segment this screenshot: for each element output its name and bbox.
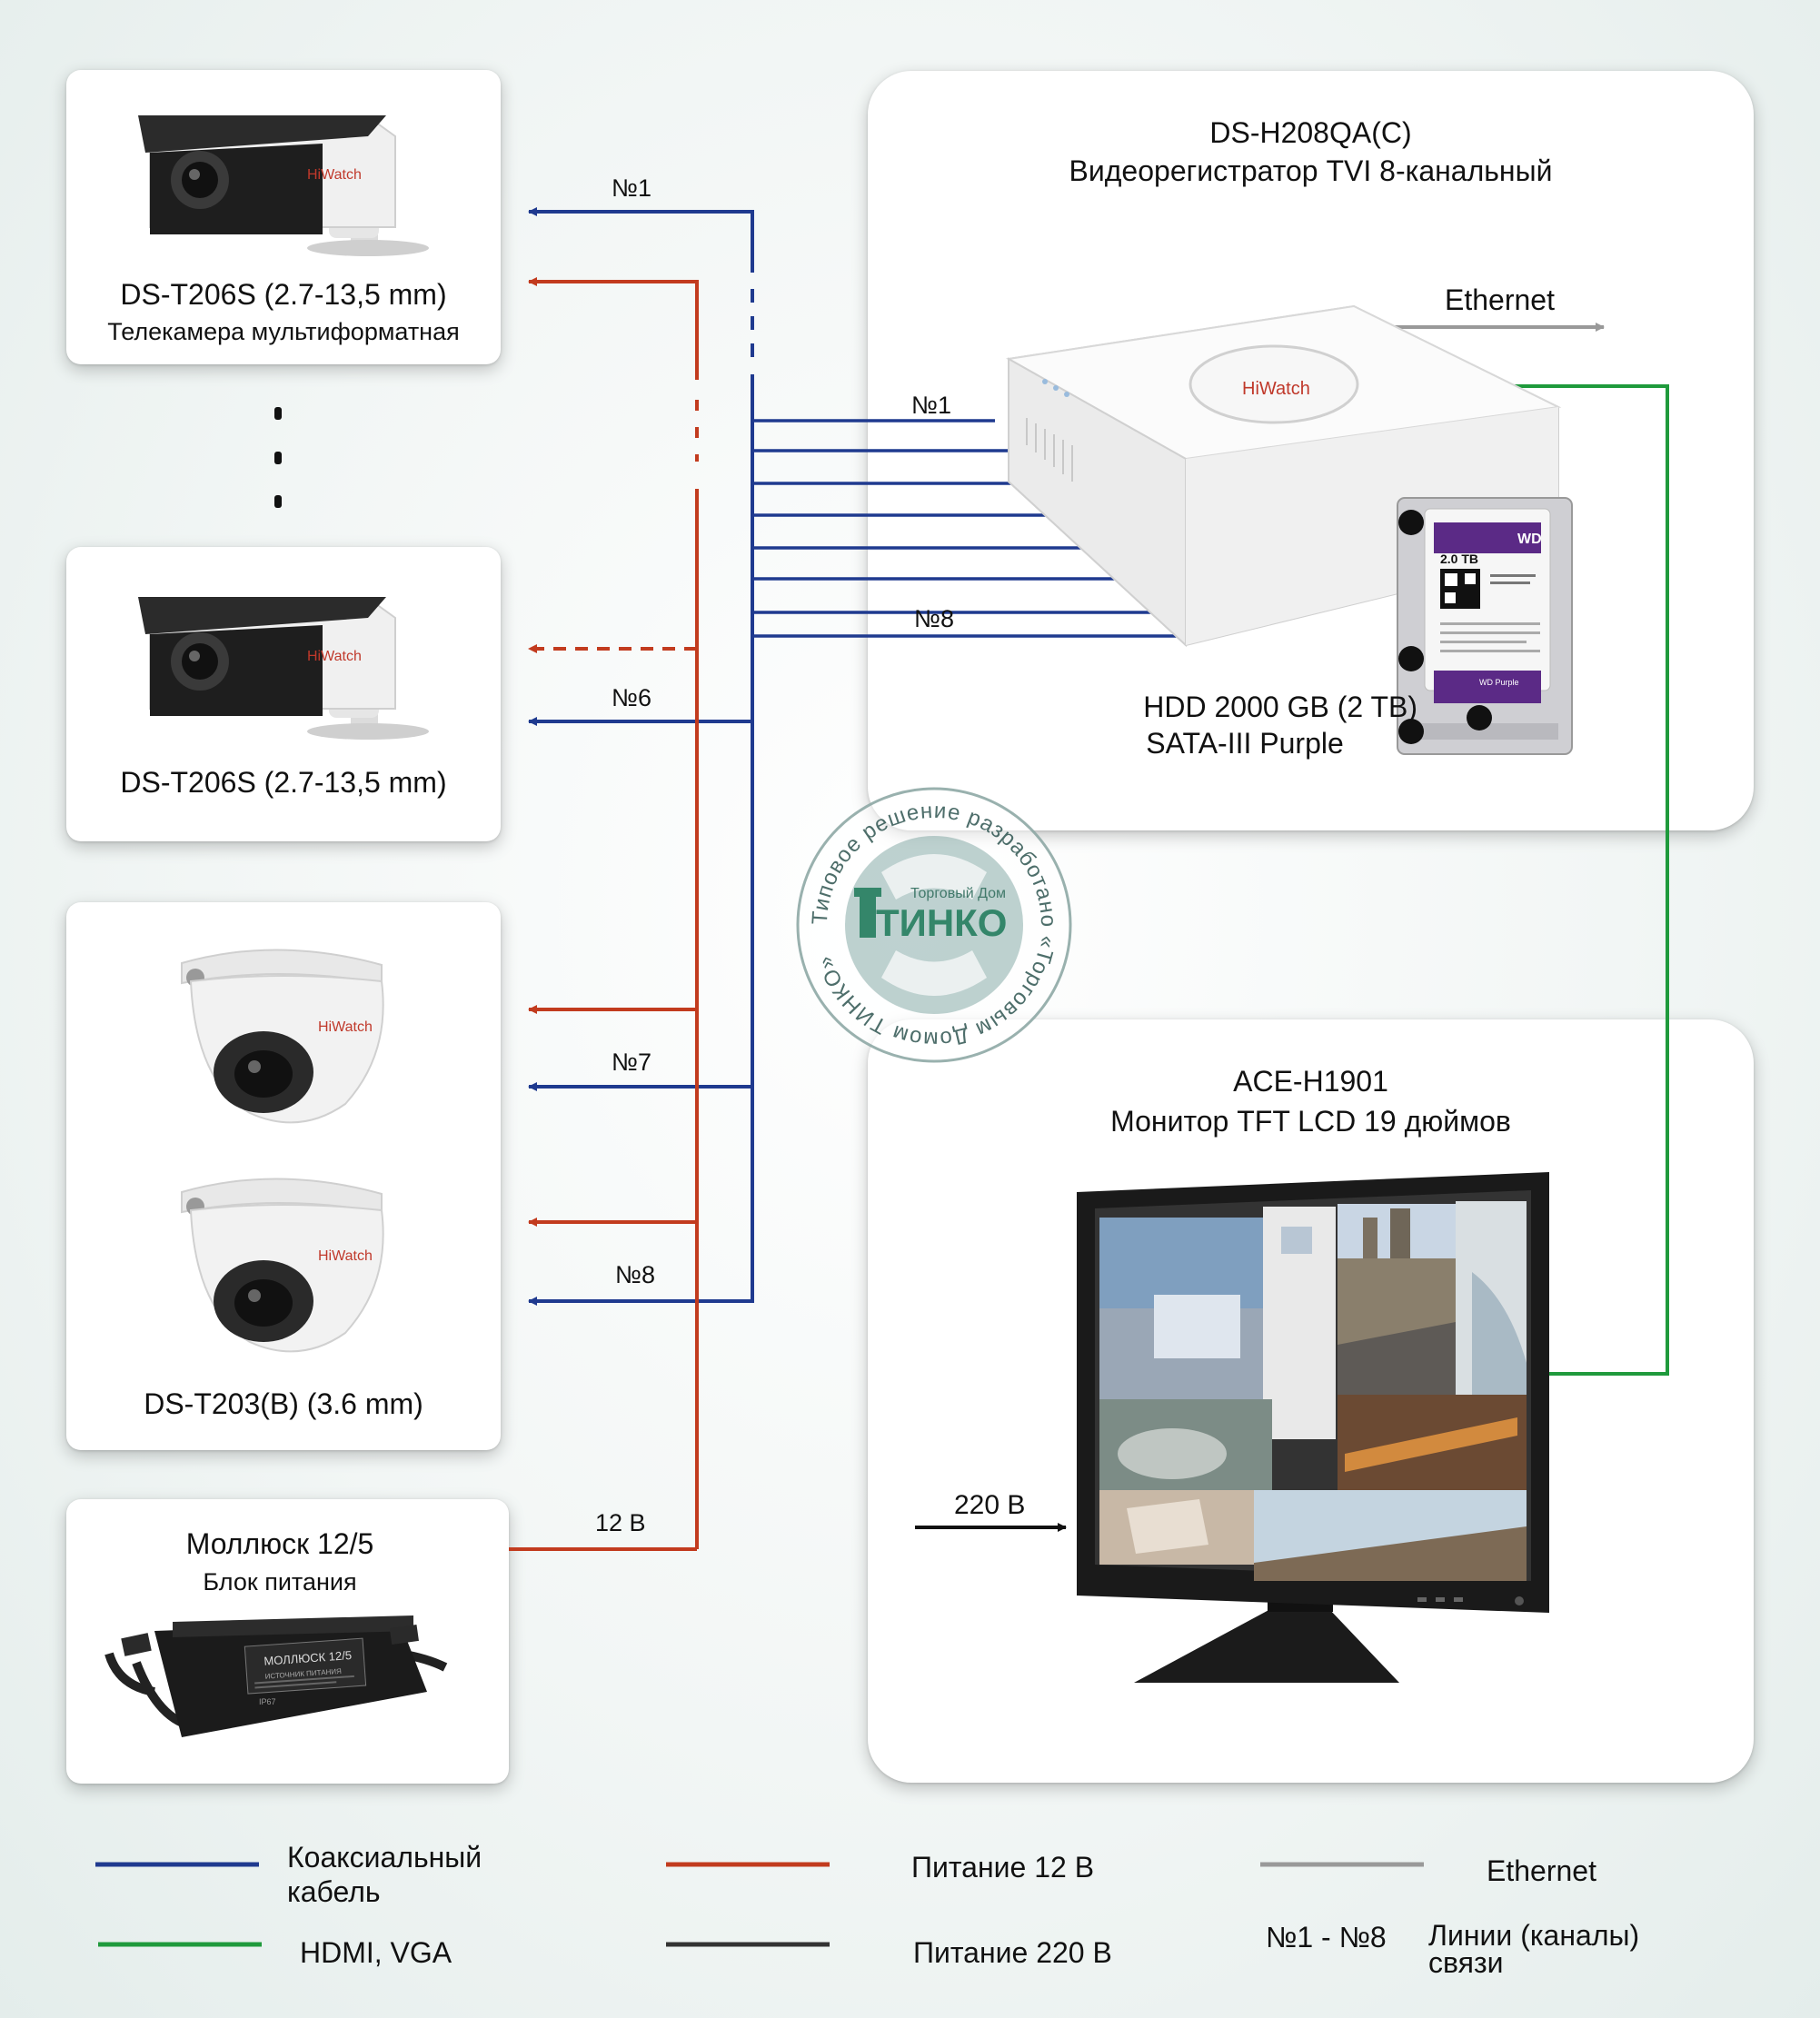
power12-bus [509,282,699,1551]
camera-1-desc: Телекамера мультиформатная [107,318,460,345]
recorder-model: DS-H208QA(C) [1209,116,1412,149]
power-label-12v: 12 В [595,1509,646,1536]
hdd-brand: WD [1517,532,1542,547]
recorder-desc: Видеорегистратор TVI 8-канальный [1069,154,1553,187]
camera-1-model: DS-T206S (2.7-13,5 mm) [120,278,447,311]
legend-power220-label: Питание 220 В [913,1936,1112,1969]
hdd-capacity: 2.0 TB [1440,552,1478,566]
monitor-model: ACE-H1901 [1233,1065,1388,1098]
channel-label-6: №6 [612,684,651,711]
stamp-logo: ТИНКО [876,901,1007,944]
power-supply-name: Моллюск 12/5 [185,1527,374,1560]
power-supply-ip: IP67 [259,1697,276,1706]
dvr-image: HiWatch [1005,304,1562,648]
channel-label-7: №7 [612,1049,651,1076]
legend-hdmi-label: HDMI, VGA [300,1936,453,1969]
legend-channels-label: Линии (каналы) связи [1428,1919,1640,1979]
dome-camera-7-brand: HiWatch [318,1019,373,1035]
dome-camera-8-image: HiWatch [181,1178,384,1353]
ellipsis-dot [274,495,282,508]
legend-ethernet-label: Ethernet [1487,1854,1596,1887]
tinko-stamp: Типовое решение разработано «Торговым До… [796,787,1072,1063]
monitor-desc: Монитор TFT LCD 19 дюймов [1110,1105,1511,1138]
bullet-camera-1-brand: HiWatch [307,167,362,183]
hdd-label-2: SATA-III Purple [1146,727,1344,760]
stamp-logo-small: Торговый Дом [910,886,1006,901]
dvr-channel-lines [752,419,1186,638]
legend-power12-label: Питание 12 В [911,1851,1095,1884]
bullet-camera-6-image: HiWatch [138,597,429,740]
monitor-input-label: 220 В [954,1490,1026,1520]
dvr-brand: HiWatch [1242,379,1310,399]
monitor-image [1077,1172,1549,1683]
legend-channels-key: №1 - №8 [1266,1921,1387,1953]
legend-coax-label: Коаксиальный кабель [287,1841,482,1908]
camera-6-model: DS-T206S (2.7-13,5 mm) [120,766,447,799]
ellipsis-dot [274,452,282,464]
power-supply-desc: Блок питания [203,1568,357,1596]
dome-camera-8-brand: HiWatch [318,1248,373,1264]
dvr-channel-label-8: №8 [914,605,954,632]
channel-label-1: №1 [612,174,651,202]
dome-camera-7-image: HiWatch [181,949,384,1124]
channel-label-8: №8 [615,1261,655,1288]
hdd-image: WD 2.0 TB WD Purple [1397,497,1573,755]
hdd-label-1: HDD 2000 GB (2 TB) [1143,691,1417,723]
power-supply-plate: МОЛЛЮСК 12/5 [264,1648,353,1668]
hdd-series: WD Purple [1479,678,1519,687]
ethernet-label: Ethernet [1445,283,1555,316]
bullet-camera-1-image: HiWatch [138,115,429,256]
bullet-camera-6-brand: HiWatch [307,649,362,664]
power-supply-image: МОЛЛЮСК 12/5 ИСТОЧНИК ПИТАНИЯ IP67 [104,1615,448,1737]
dvr-channel-label-1: №1 [911,392,951,419]
hdmi-line [1508,384,1669,1376]
camera-dome-model: DS-T203(B) (3.6 mm) [144,1387,423,1420]
ellipsis-dot [274,407,282,420]
